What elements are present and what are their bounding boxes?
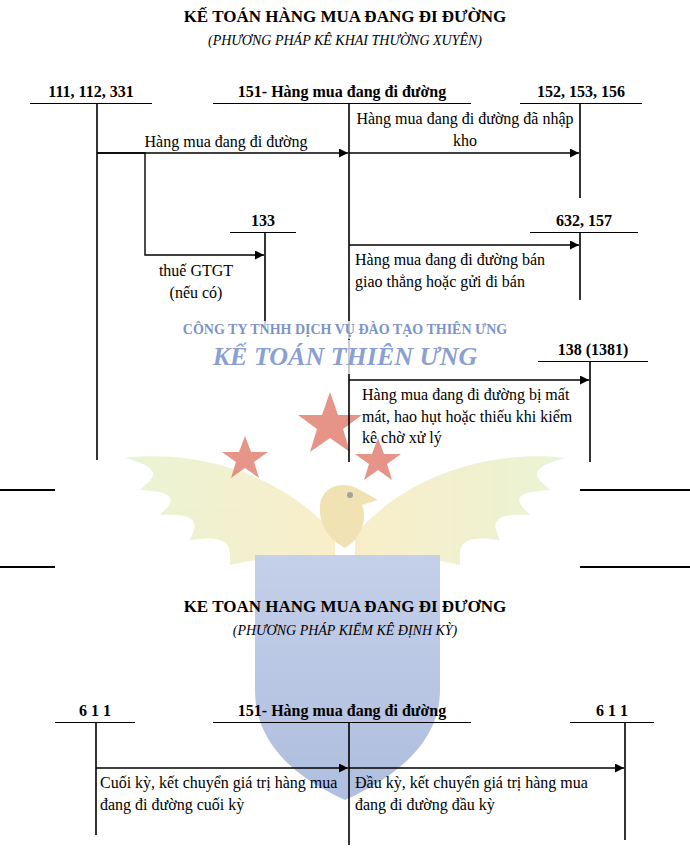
- entry-label: Hàng mua đang đi đường: [108, 131, 344, 153]
- account-name: 152, 153, 156: [537, 83, 625, 100]
- t-account-header: 151- Hàng mua đang đi đường: [213, 82, 471, 104]
- account-name: 632, 157: [556, 212, 612, 229]
- subtitle: (PHƯƠNG PHÁP KÊ KHAI THƯỜNG XUYÊN): [0, 32, 690, 50]
- entry-label: Hàng mua đang đi đường bị mất mát, hao h…: [362, 384, 584, 449]
- section-heading: KE TOAN HANG MUA ĐANG ĐI ĐƯƠNG: [0, 596, 690, 618]
- posting-arrow: [97, 153, 264, 255]
- t-account-line: [95, 723, 97, 835]
- posting-arrow: [349, 767, 624, 768]
- t-account-line: [579, 104, 581, 198]
- t-account-line: [348, 104, 350, 462]
- t-account-header: 151- Hàng mua đang đi đường: [213, 701, 471, 723]
- entry-label: Hàng mua đang đi đường đã nhập kho: [354, 108, 576, 151]
- posting-arrow: [349, 152, 579, 153]
- account-name: 133: [251, 212, 275, 229]
- account-name: 151- Hàng mua đang đi đường: [238, 702, 446, 719]
- t-account-line: [264, 233, 266, 328]
- t-account-line: [348, 723, 350, 845]
- subtitle: (PHƯƠNG PHÁP KIỂM KÊ ĐỊNH KỲ): [0, 622, 690, 640]
- watermark-text: KẾ TOÁN THIÊN ƯNG: [185, 340, 505, 374]
- account-name: 6 1 1: [596, 702, 628, 719]
- account-name: 6 1 1: [79, 702, 111, 719]
- account-name: 111, 112, 331: [48, 83, 133, 100]
- t-account-header: 133: [230, 211, 296, 233]
- posting-arrow: [349, 379, 589, 380]
- entry-label: thuế GTGT (nếu có): [150, 260, 242, 303]
- t-account-line: [589, 362, 591, 462]
- account-name: 151- Hàng mua đang đi đường: [238, 83, 446, 100]
- watermark-text: CÔNG TY TNHH DỊCH VỤ ĐÀO TẠO THIÊN ƯNG: [150, 321, 540, 339]
- t-account-line: [624, 723, 626, 840]
- t-account-header: 138 (1381): [538, 340, 648, 362]
- t-account-header: 6 1 1: [55, 701, 135, 723]
- t-account-line: [579, 233, 581, 300]
- t-account-header: 6 1 1: [570, 701, 654, 723]
- t-account-header: 111, 112, 331: [30, 82, 152, 104]
- entry-label: Cuối kỳ, kết chuyển giá trị hàng mua đan…: [100, 772, 344, 815]
- entry-label: Đầu kỳ, kết chuyển giá trị hàng mua đang…: [355, 772, 615, 815]
- posting-arrow: [96, 767, 348, 768]
- t-account-header: 632, 157: [530, 211, 638, 233]
- t-account-header: 152, 153, 156: [520, 82, 642, 104]
- entry-label: Hàng mua đang đi đường bán giao thẳng ho…: [355, 249, 575, 292]
- account-name: 138 (1381): [558, 341, 629, 358]
- diagram-title: KẾ TOÁN HÀNG MUA ĐANG ĐI ĐƯỜNG: [0, 6, 690, 28]
- posting-arrow: [349, 244, 579, 245]
- t-account-line: [96, 104, 98, 460]
